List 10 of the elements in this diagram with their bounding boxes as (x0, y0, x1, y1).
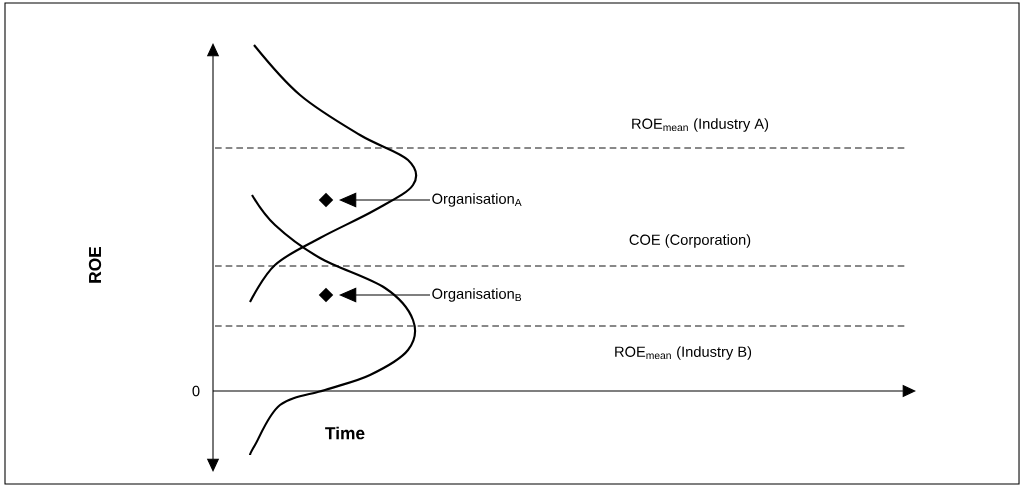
diamond-marker (318, 287, 334, 303)
diamond-marker (318, 192, 334, 208)
line-label: ROE$_{mean}$ (Industry A) (632, 118, 769, 132)
axis-tick-label: 0 (192, 385, 200, 397)
axis-label: ROE (88, 246, 102, 283)
line-label: COE (Corporation) (629, 234, 751, 248)
line-label: ROE$_{mean}$ (Industry B) (615, 346, 752, 360)
text-label: Organisation$_{B}$ (432, 288, 522, 302)
axis-label: Time (325, 426, 365, 440)
text-label: Organisation$_{A}$ (432, 193, 522, 207)
